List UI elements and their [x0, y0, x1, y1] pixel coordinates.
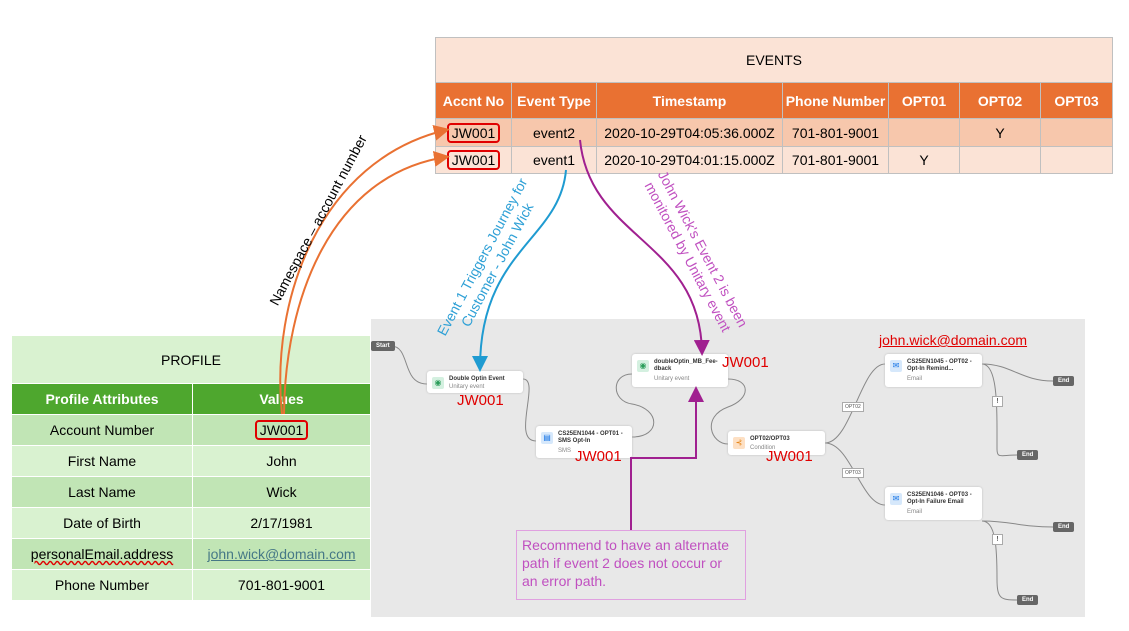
email-icon: ✉ [890, 360, 902, 372]
cell: 701-801-9001 [782, 146, 889, 174]
jw-label: JW001 [722, 354, 769, 371]
cell: 701-801-9001 [782, 118, 889, 147]
cell [1040, 118, 1113, 147]
node-title: Double Optin Event [449, 376, 505, 382]
node-subtitle: Unitary event [654, 376, 690, 382]
recommend-arrow [630, 386, 704, 530]
end-node[interactable]: End [1017, 595, 1039, 605]
alert-icon[interactable]: ! [992, 534, 1003, 545]
node-condition[interactable]: ⊰ OPT02/OPT03 Condition [728, 431, 825, 455]
cell: personalEmail.address [11, 538, 193, 570]
jw-label: JW001 [457, 392, 504, 409]
node-title: doubleOptin_MB_Fee-dback [654, 359, 718, 372]
node-title: CS25EN1044 - OPT01 - SMS Opt-In [558, 431, 623, 444]
cell [959, 146, 1041, 174]
branch-opt02[interactable]: OPT02 [842, 402, 864, 412]
cell: Account Number [11, 414, 193, 446]
namespace-arrow [279, 125, 450, 415]
node-title: CS25EN1045 - OPT02 - Opt-In Remind... [907, 359, 972, 372]
col-timestamp: Timestamp [596, 82, 783, 119]
node-subtitle: Email [907, 376, 923, 382]
branch-opt03[interactable]: OPT03 [842, 468, 864, 478]
start-node[interactable]: Start [371, 341, 395, 351]
end-node[interactable]: End [1053, 376, 1075, 386]
profile-title: PROFILE [11, 335, 371, 384]
email-annotation: john.wick@domain.com [879, 332, 1028, 348]
table-row: personalEmail.address john.wick@domain.co… [11, 538, 371, 570]
table-row: JW001 event1 2020-10-29T04:01:15.000Z 70… [435, 146, 1113, 174]
end-node[interactable]: End [1053, 522, 1075, 532]
node-subtitle: Unitary event [449, 384, 485, 390]
node-subtitle: SMS [558, 448, 572, 454]
node-subtitle: Condition [750, 445, 776, 451]
cell: 2020-10-29T04:05:36.000Z [596, 118, 783, 147]
node-subtitle: Email [907, 509, 923, 515]
end-node[interactable]: End [1017, 450, 1039, 460]
cell: 2020-10-29T04:01:15.000Z [596, 146, 783, 174]
jw-label: JW001 [766, 448, 813, 465]
col-attributes: Profile Attributes [11, 383, 193, 415]
node-double-optin-event[interactable]: ◉ Double Optin Event Unitary event [427, 371, 523, 393]
cell: First Name [11, 445, 193, 477]
account-cell: JW001 [446, 150, 501, 170]
cell [888, 118, 960, 147]
sms-icon: ▤ [541, 432, 553, 444]
cell: John [192, 445, 371, 477]
event1-arrow [472, 169, 567, 372]
col-phone: Phone Number [782, 82, 889, 119]
node-email-opt03[interactable]: ✉ CS25EN1046 - OPT03 - Opt-In Failure Em… [885, 487, 982, 520]
cell: Y [959, 118, 1041, 147]
recommendation-note: Recommend to have an alternate path if e… [516, 530, 746, 600]
namespace-arrow [283, 150, 450, 415]
condition-icon: ⊰ [733, 437, 745, 449]
email-icon: ✉ [890, 493, 902, 505]
node-sms-opt-in[interactable]: ▤ CS25EN1044 - OPT01 - SMS Opt-In SMS [536, 426, 632, 458]
cell: 2/17/1981 [192, 507, 371, 539]
account-cell: JW001 [446, 122, 501, 143]
node-title: OPT02/OPT03 [750, 436, 790, 442]
cell: event2 [511, 118, 597, 147]
col-opt02: OPT02 [959, 82, 1041, 119]
jw-label: JW001 [575, 448, 622, 465]
cell: Phone Number [11, 569, 193, 601]
globe-icon: ◉ [637, 360, 649, 372]
cell: Date of Birth [11, 507, 193, 539]
cell: event1 [511, 146, 597, 174]
node-doubleoptin-feedback[interactable]: ◉ doubleOptin_MB_Fee-dback Unitary event [632, 354, 728, 387]
col-opt01: OPT01 [888, 82, 960, 119]
globe-icon: ◉ [432, 377, 444, 389]
journey-connectors [390, 345, 1054, 601]
event2-arrow [579, 139, 710, 356]
alert-icon[interactable]: ! [992, 396, 1003, 407]
cell: Y [888, 146, 960, 174]
table-row: JW001 event2 2020-10-29T04:05:36.000Z 70… [435, 118, 1113, 147]
cell [1040, 146, 1113, 174]
node-title: CS25EN1046 - OPT03 - Opt-In Failure Emai… [907, 492, 972, 505]
cell: Last Name [11, 476, 193, 508]
journey-canvas: Start ◉ Double Optin Event Unitary event… [371, 319, 1085, 617]
events-table: EVENTS Accnt No Event Type Timestamp Pho… [435, 37, 1113, 174]
account-value: JW001 [254, 420, 309, 440]
node-email-opt02[interactable]: ✉ CS25EN1045 - OPT02 - Opt-In Remind... … [885, 354, 982, 387]
email-link[interactable]: john.wick@domain.com [207, 546, 356, 562]
table-row: Account Number JW001 [11, 414, 371, 446]
cell: 701-801-9001 [192, 569, 371, 601]
